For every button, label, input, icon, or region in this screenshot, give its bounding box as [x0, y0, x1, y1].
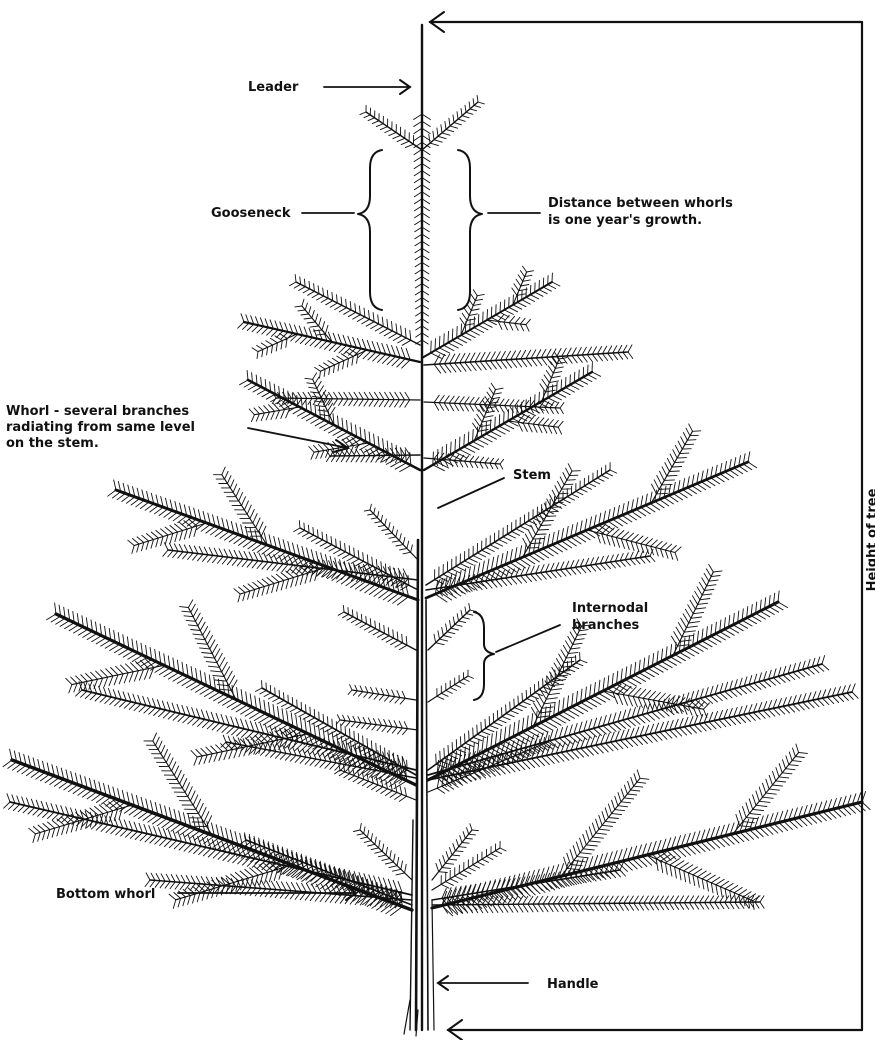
gooseneck-label: Gooseneck	[211, 206, 291, 221]
whorl-label-line2: radiating from same level	[6, 420, 195, 435]
distance-label-line2: is one year's growth.	[548, 213, 702, 228]
whorl-label-line1: Whorl - several branches	[6, 404, 189, 419]
stem-label: Stem	[513, 468, 551, 483]
internodal-label-line1: Internodal	[572, 601, 648, 616]
leader-label: Leader	[248, 80, 299, 95]
gooseneck-brace	[358, 150, 382, 310]
internodal-label-line2: branches	[572, 618, 640, 633]
distance-label-line1: Distance between whorls	[548, 196, 733, 211]
handle-label: Handle	[547, 977, 599, 992]
bottom-whorl-label: Bottom whorl	[56, 887, 155, 902]
height-of-tree-label: Height of tree	[865, 488, 875, 591]
distance-brace	[458, 150, 482, 310]
tree-illustration	[3, 25, 870, 1036]
internodal-brace	[474, 612, 494, 700]
whorl-label-line3: on the stem.	[6, 436, 99, 451]
height-bracket	[430, 12, 862, 1040]
